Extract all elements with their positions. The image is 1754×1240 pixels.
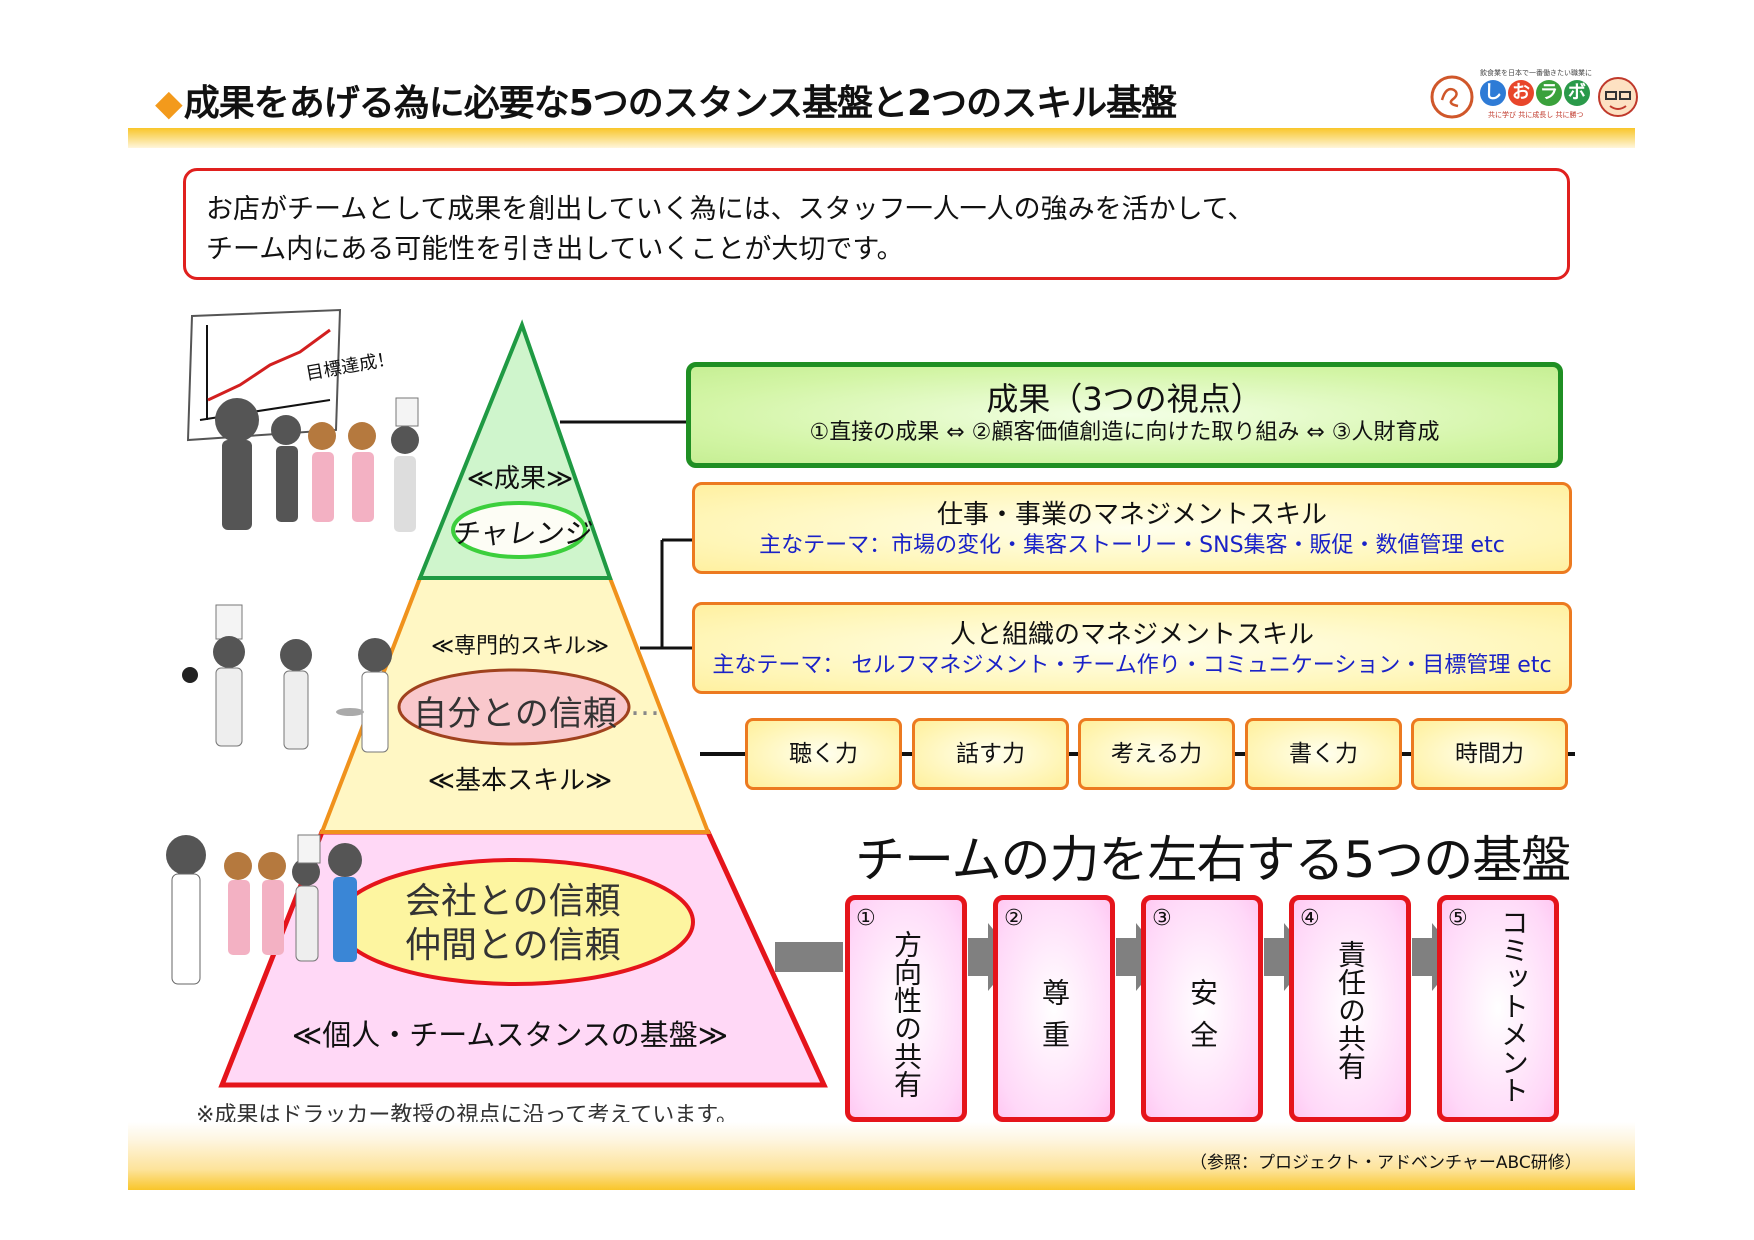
footer-band — [128, 1122, 1635, 1190]
foundation-label: 責任の共有 — [1334, 940, 1367, 1080]
skill-box-themes: 主なテーマ：市場の変化・集客ストーリー・SNS集客・販促・数値管理 etc — [759, 533, 1505, 558]
header-band — [128, 128, 1635, 148]
basic-skill-speaking: 話す力 — [912, 718, 1069, 790]
foundation-label: コミットメント — [1497, 908, 1530, 1104]
five-foundations-title: チームの力を左右する5つの基盤 — [855, 831, 1571, 889]
self-trust-badge: 自分との信頼 — [413, 694, 617, 734]
challenge-ellipse — [451, 501, 587, 559]
foundation-label: 安全 — [1186, 977, 1219, 1062]
logo-char-2: お — [1508, 80, 1534, 106]
intro-box: お店がチームとして成果を創出していく為には、スタッフ一人一人の強みを活かして、 … — [183, 168, 1570, 280]
foundation-number: ② — [1004, 906, 1024, 931]
company-trust-text: 会社との信頼 — [405, 881, 621, 922]
foundation-number: ④ — [1300, 906, 1320, 931]
logo-tagline: 飲食業を日本で一番働きたい職業に — [1480, 69, 1592, 77]
pyramid-bottom-label: ≪個人・チームスタンスの基盤≫ — [291, 1018, 729, 1052]
result-title: 成果（3つの視点） — [986, 380, 1263, 418]
pyramid-top-label: ≪成果≫ — [466, 464, 574, 494]
skill-box-title: 人と組織のマネジメントスキル — [949, 620, 1314, 650]
logo: し お ラ ボ 飲食業を日本で一番働きたい職業に 共に学び 共に成長し 共に勝つ — [1428, 64, 1643, 130]
self-trust-ellipsis: … — [630, 688, 660, 723]
page-title: ◆成果をあげる為に必要な5つのスタンス基盤と2つのスキル基盤 — [155, 83, 1177, 124]
challenge-badge: チャレンジ — [450, 517, 595, 550]
foundation-label: 尊重 — [1038, 977, 1071, 1062]
foundation-number: ① — [856, 906, 876, 931]
foundation-card: ⑤ コミットメント — [1437, 895, 1559, 1122]
skill-box-title: 仕事・事業のマネジメントスキル — [936, 500, 1327, 530]
foundation-card: ④ 責任の共有 — [1289, 895, 1411, 1122]
intro-line-1: お店がチームとして成果を創出していく為には、スタッフ一人一人の強みを活かして、 — [206, 194, 1255, 225]
peer-trust-text: 仲間との信頼 — [405, 925, 621, 966]
result-subtitle: ①直接の成果 ⇔ ②顧客価値創造に向けた取り組み ⇔ ③人財育成 — [809, 420, 1440, 445]
team-illustration — [166, 834, 362, 985]
celebration-illustration — [186, 308, 419, 532]
foundation-card: ② 尊重 — [993, 895, 1115, 1122]
staff-illustration — [182, 604, 392, 753]
orange-diamond-icon: ◆ — [155, 83, 183, 124]
arrow-3-4 — [1264, 923, 1312, 991]
skill-box-themes: 主なテーマ： セルフマネジメント・チーム作り・コミュニケーション・目標管理 et… — [712, 653, 1552, 678]
foundation-number: ③ — [1152, 906, 1172, 931]
logo-char-4: ボ — [1564, 80, 1590, 106]
logo-art — [1430, 75, 1638, 119]
arrow-1-2 — [968, 923, 1016, 991]
arrow-4-5 — [1412, 923, 1460, 991]
pyramid-middle-label-top: ≪専門的スキル≫ — [430, 634, 610, 659]
logo-char-3: ラ — [1536, 80, 1562, 106]
foundation-label: 方向性の共有 — [890, 930, 923, 1098]
basic-skill-time: 時間力 — [1411, 718, 1568, 790]
foundation-card: ③ 安全 — [1141, 895, 1263, 1122]
basic-skill-writing: 書く力 — [1245, 718, 1402, 790]
arrow-into-foundations — [775, 942, 843, 972]
foundation-number: ⑤ — [1448, 906, 1468, 931]
basic-skill-thinking: 考える力 — [1078, 718, 1235, 790]
business-management-skill-box: 仕事・事業のマネジメントスキル 主なテーマ：市場の変化・集客ストーリー・SNS集… — [692, 482, 1572, 574]
logo-subline: 共に学び 共に成長し 共に勝つ — [1488, 111, 1584, 119]
basic-skill-listening: 聴く力 — [745, 718, 902, 790]
pyramid-middle-label-bottom: ≪基本スキル≫ — [427, 766, 613, 796]
logo-char-1: し — [1480, 80, 1506, 106]
people-management-skill-box: 人と組織のマネジメントスキル 主なテーマ： セルフマネジメント・チーム作り・コミ… — [692, 602, 1572, 694]
arrow-2-3 — [1116, 923, 1164, 991]
foundation-card: ① 方向性の共有 — [845, 895, 967, 1122]
team-trust-badge: 会社との信頼 仲間との信頼 — [405, 880, 621, 968]
reference-note: （参照：プロジェクト・アドベンチャーABC研修） — [1190, 1153, 1582, 1173]
intro-line-2: チーム内にある可能性を引き出していくことが大切です。 — [206, 234, 904, 265]
result-box: 成果（3つの視点） ①直接の成果 ⇔ ②顧客価値創造に向けた取り組み ⇔ ③人財… — [686, 362, 1563, 468]
self-trust-ellipse — [397, 668, 631, 746]
